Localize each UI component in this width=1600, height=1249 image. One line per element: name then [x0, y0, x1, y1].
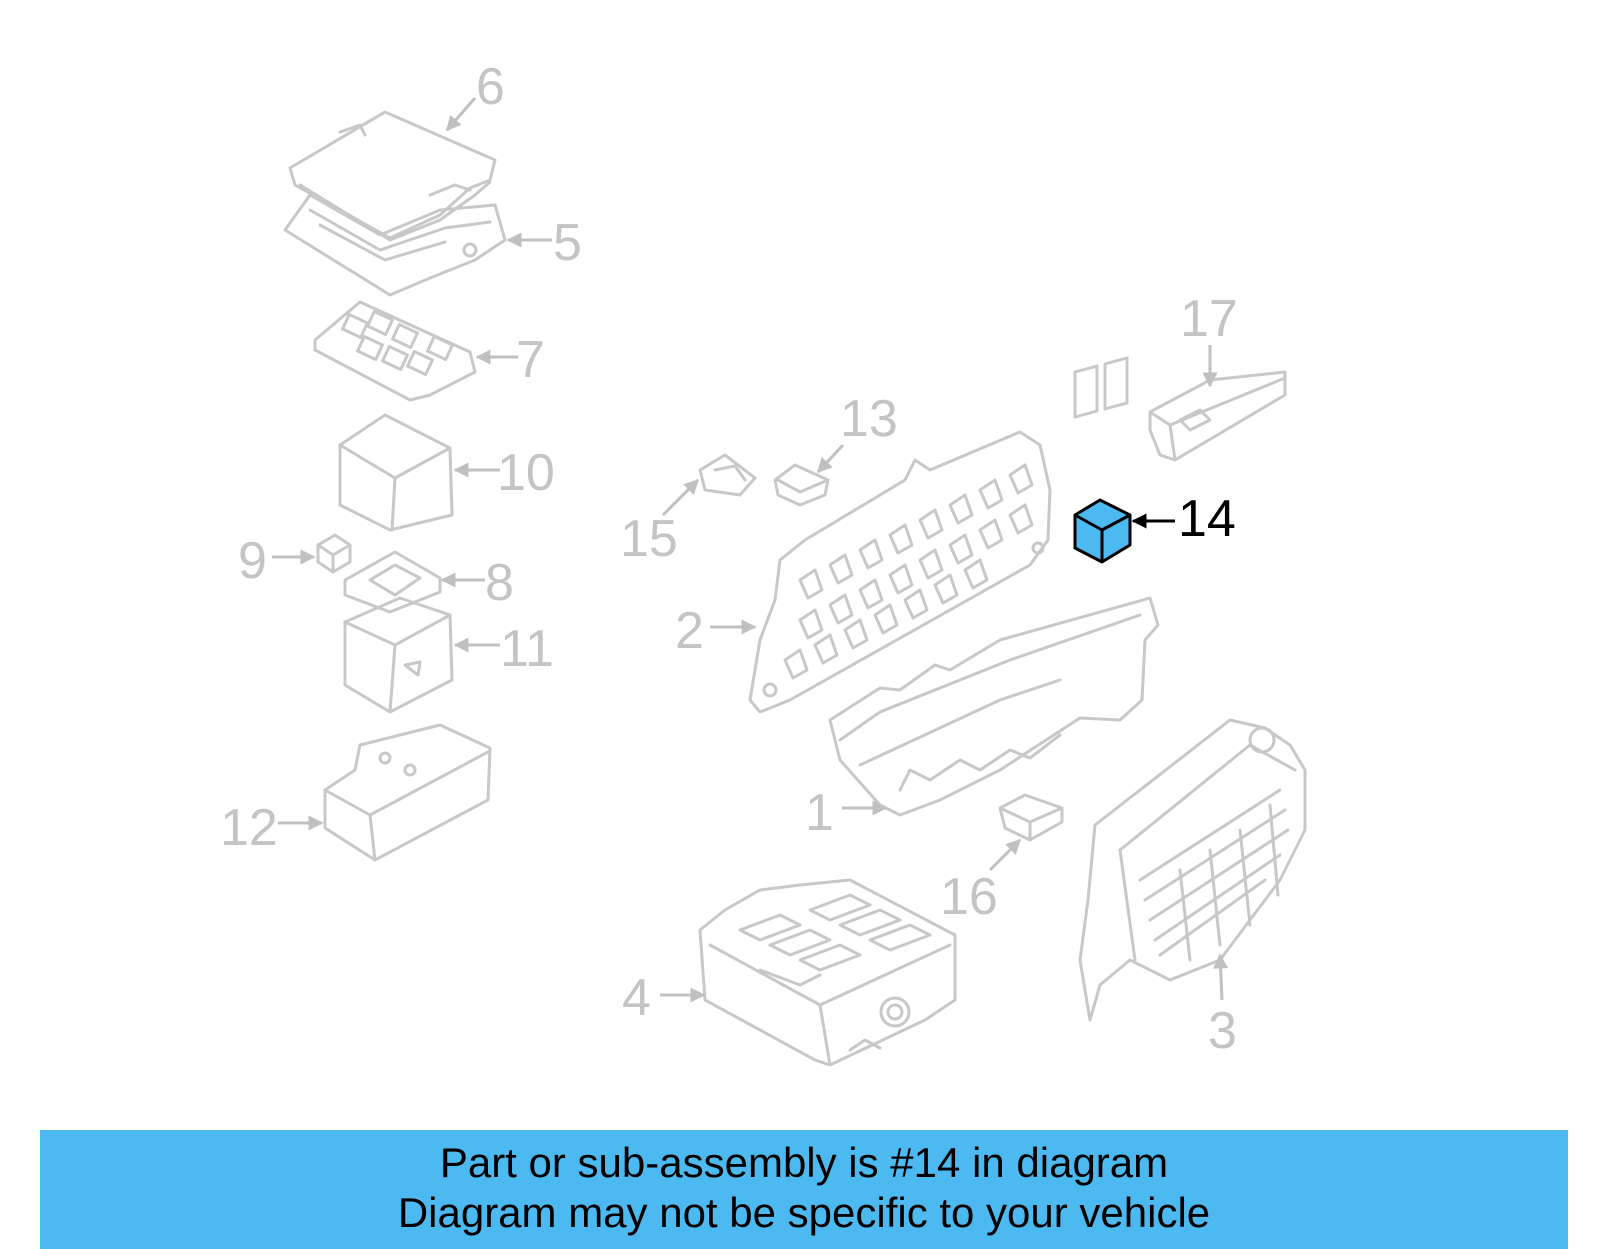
- callout-7[interactable]: 7: [516, 331, 545, 389]
- part-9-small-relay[interactable]: [316, 533, 352, 574]
- callout-6[interactable]: 6: [476, 58, 505, 116]
- part-1-fuse-box[interactable]: [828, 356, 1160, 817]
- callout-16[interactable]: 16: [940, 868, 998, 926]
- callout-15[interactable]: 15: [620, 510, 678, 568]
- info-banner: Part or sub-assembly is #14 in diagram D…: [40, 1130, 1568, 1249]
- part-2-fuse-panel[interactable]: [748, 430, 1052, 714]
- part-13-clip[interactable]: [773, 463, 830, 507]
- part-16-connector[interactable]: [998, 793, 1064, 842]
- callout-10[interactable]: 10: [497, 444, 555, 502]
- callout-8[interactable]: 8: [485, 554, 514, 612]
- part-4-module[interactable]: [698, 878, 957, 1067]
- leader-lines: [272, 97, 1229, 1003]
- part-12-module[interactable]: [323, 723, 492, 862]
- callouts: 6 5 7 10 9 8 11 12 13 15 2 1 16 4 3 17 1…: [220, 58, 1238, 1060]
- part-7-fuse-block[interactable]: [313, 300, 477, 402]
- part-10-relay-cover[interactable]: [338, 413, 454, 532]
- parts-diagram: 6 5 7 10 9 8 11 12 13 15 2 1 16 4 3 17 1…: [220, 58, 1307, 1067]
- part-3-cover[interactable]: [1078, 718, 1307, 1022]
- callout-5[interactable]: 5: [553, 214, 582, 272]
- callout-11[interactable]: 11: [500, 620, 554, 678]
- banner-line-1: Part or sub-assembly is #14 in diagram: [439, 1139, 1169, 1186]
- callout-14[interactable]: 14: [1178, 490, 1236, 548]
- callout-17[interactable]: 17: [1180, 290, 1238, 348]
- banner-line-2: Diagram may not be specific to your vehi…: [397, 1189, 1211, 1236]
- callout-12[interactable]: 12: [220, 799, 278, 857]
- callout-9[interactable]: 9: [238, 532, 267, 590]
- part-11-box[interactable]: [343, 596, 454, 714]
- callout-1[interactable]: 1: [805, 784, 834, 842]
- part-15-clip[interactable]: [698, 453, 757, 497]
- callout-3[interactable]: 3: [1208, 1002, 1237, 1060]
- part-17-bracket[interactable]: [1148, 370, 1287, 462]
- part-5-tray[interactable]: [283, 193, 507, 297]
- callout-4[interactable]: 4: [622, 969, 651, 1027]
- part-14-relay[interactable]: [1073, 498, 1132, 564]
- callout-13[interactable]: 13: [840, 390, 898, 448]
- callout-2[interactable]: 2: [675, 602, 704, 660]
- part-8-holder[interactable]: [343, 550, 442, 614]
- part-6-cover[interactable]: [288, 110, 497, 242]
